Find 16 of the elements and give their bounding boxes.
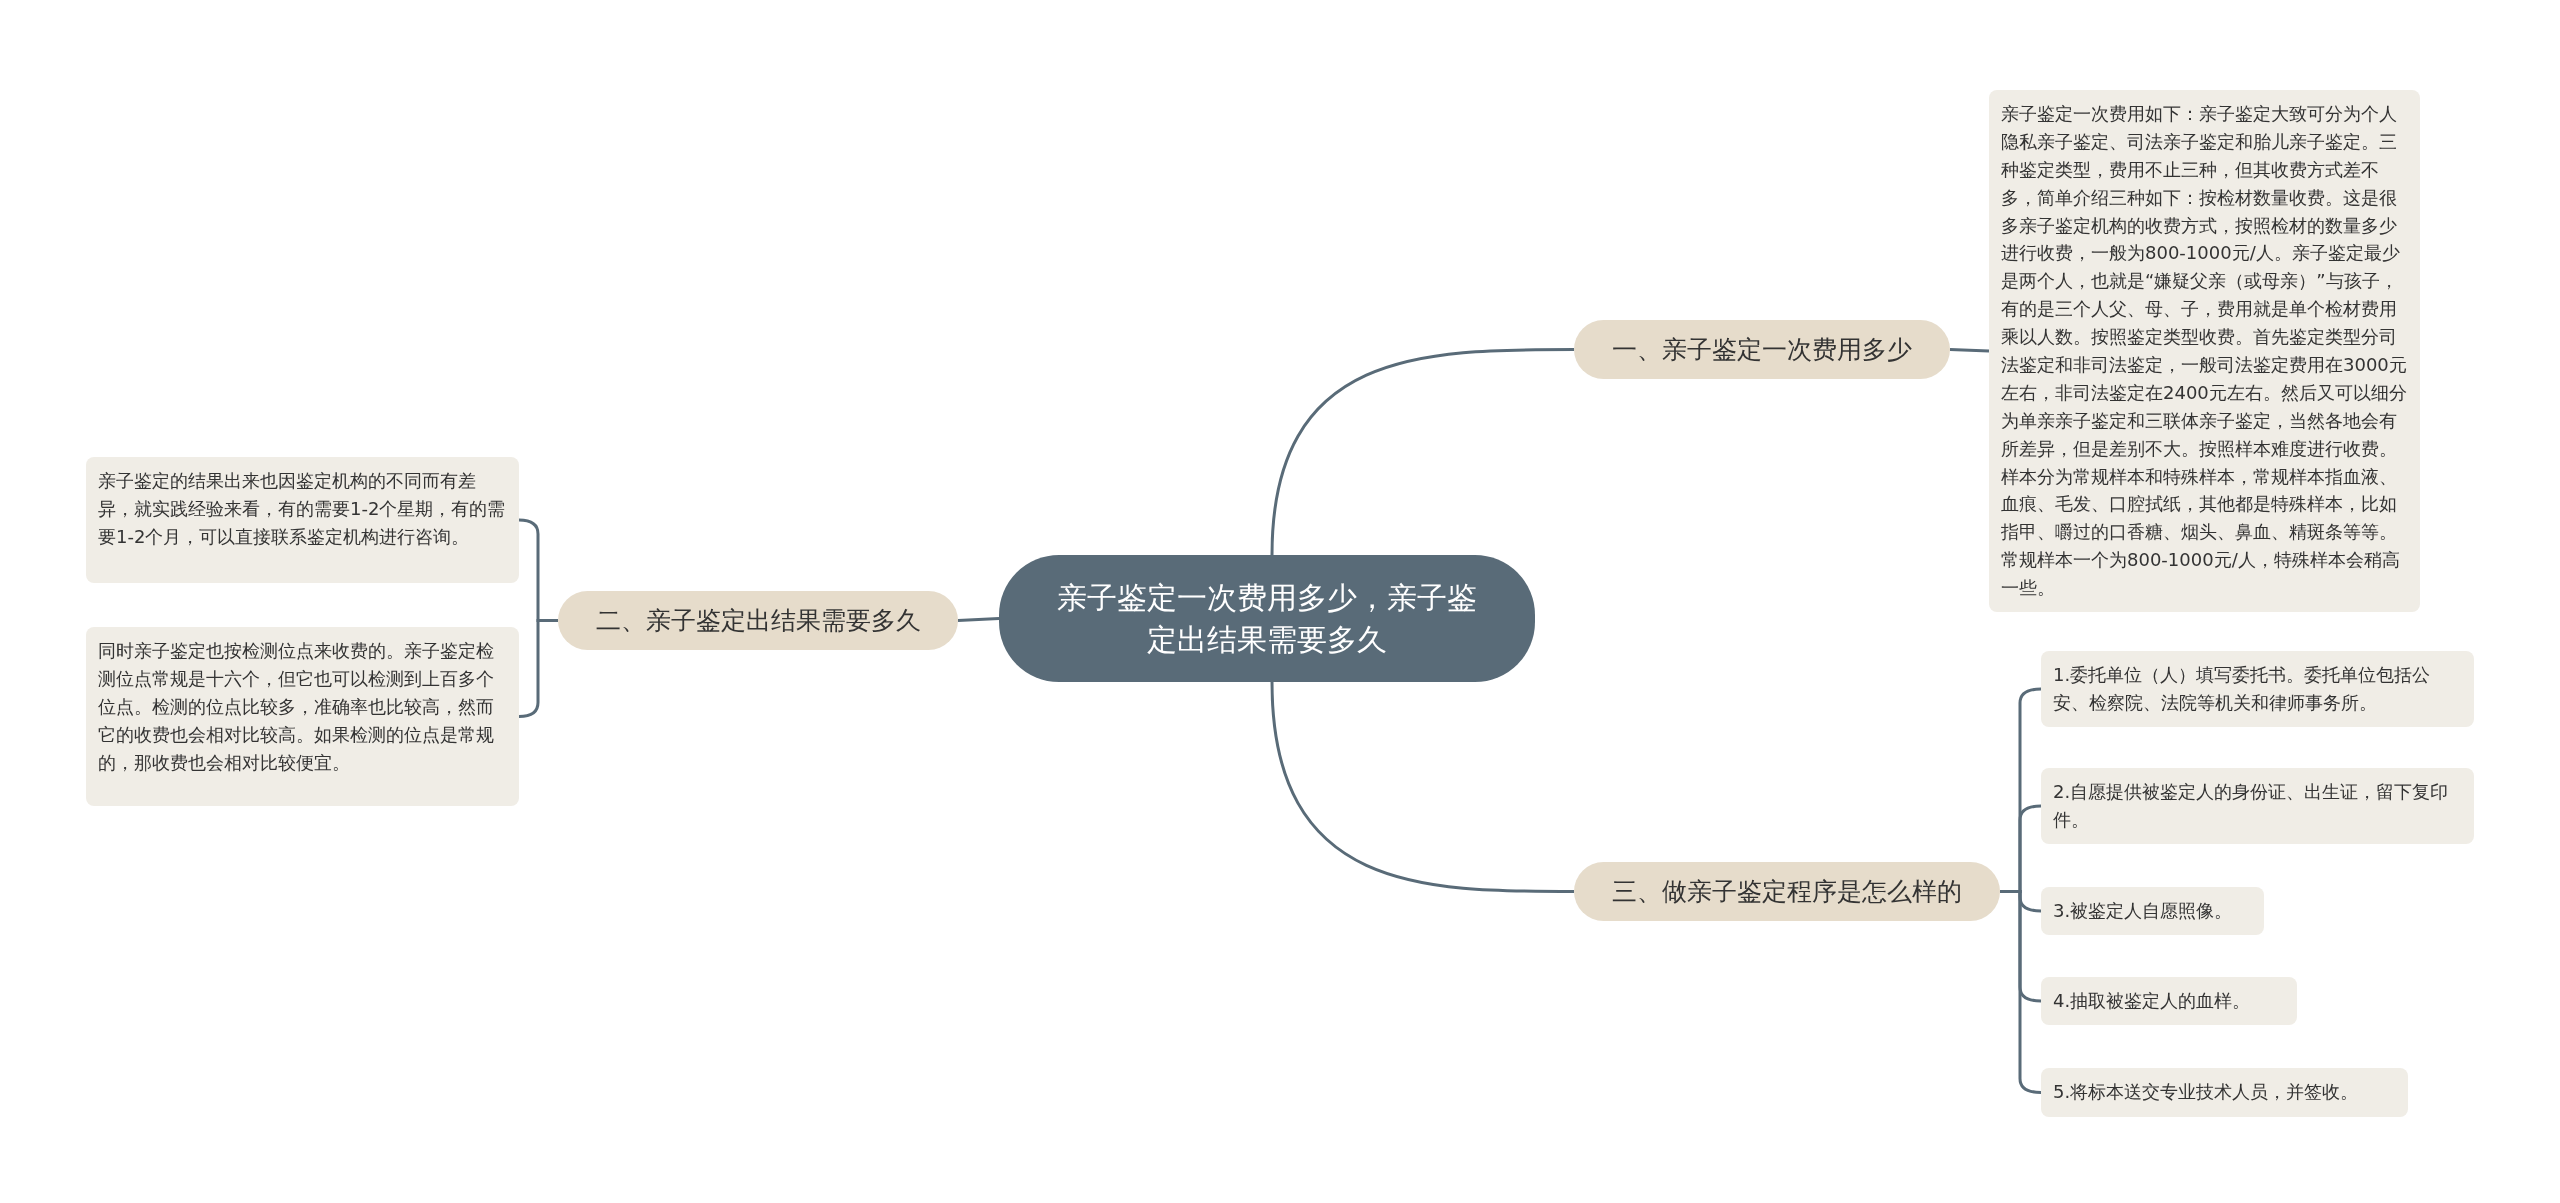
connector <box>1949 348 1990 353</box>
note-box: 5.将标本送交专业技术人员，并签收。 <box>2041 1068 2408 1117</box>
note-box: 亲子鉴定一次费用如下：亲子鉴定大致可分为个人隐私亲子鉴定、司法亲子鉴定和胎儿亲子鉴定。三种鉴定类型，费用不止三种，但其收费方式差不多，简单介绍三种如下：按检材数量收费。这是很多亲子鉴定机构的收费方式，按照检材的数量多少进行收费，一般为800-1000元/人。亲子鉴定最少是两个人，也就是“嫌疑父亲（或母亲）”与孩子，有的是三个人父、母、子，费用就是单个检材费用乘以人数。按照鉴定类型收费。首先鉴定类型分司法鉴定和非司法鉴定，一般司法鉴定费用在3000元左右，非司法鉴定在2400元左右。然后又可以细分为单亲亲子鉴定和三联体亲子鉴定，当然各地会有所差异，但是差别不大。按照样本难度进行收费。样本分为常规样本和特殊样本，常规样本指血液、血痕、毛发、口腔拭纸，其他都是特殊样本，比如指甲、嚼过的口香糖、烟头、鼻血、精斑条等等。常规样本一个为800-1000元/人，特殊样本会稍高一些。 <box>1989 90 2420 613</box>
connector <box>1270 681 1574 893</box>
connector <box>957 617 1000 622</box>
note-box: 2.自愿提供被鉴定人的身份证、出生证，留下复印件。 <box>2041 768 2474 844</box>
topic-box: 三、做亲子鉴定程序是怎么样的 <box>1574 862 2000 921</box>
note-box: 亲子鉴定的结果出来也因鉴定机构的不同而有差异，就实践经验来看，有的需要1-2个星期，有的需要1-2个月，可以直接联系鉴定机构进行咨询。 <box>86 457 519 583</box>
topic-box: 二、亲子鉴定出结果需要多久 <box>558 591 958 650</box>
topic-box: 一、亲子鉴定一次费用多少 <box>1574 320 1950 379</box>
note-box: 同时亲子鉴定也按检测位点来收费的。亲子鉴定检测位点常规是十六个，但它也可以检测到上百多个位点。检测的位点比较多，准确率也比较高，然而它的收费也会相对比较高。如果检测的位点是常规的，那收费也会相对比较便宜。 <box>86 627 519 806</box>
connector <box>1270 348 1574 556</box>
note-box: 1.委托单位（人）填写委托书。委托单位包括公安、检察院、法院等机关和律师事务所。 <box>2041 651 2474 727</box>
note-box: 4.抽取被鉴定人的血样。 <box>2041 977 2297 1025</box>
note-box: 3.被鉴定人自愿照像。 <box>2041 887 2264 935</box>
central-topic: 亲子鉴定一次费用多少，亲子鉴定出结果需要多久 <box>999 555 1535 682</box>
